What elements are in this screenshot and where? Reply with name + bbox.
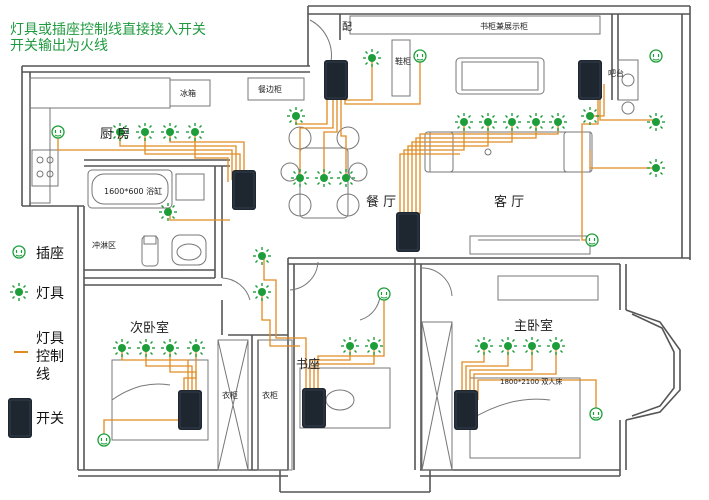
- lamp-icon: [522, 336, 542, 356]
- bathtub-label: 1600*600 浴缸: [104, 186, 162, 196]
- legend-switch-label: 开关: [36, 411, 64, 427]
- walls: [21, 5, 691, 493]
- lamp-icon: [9, 282, 29, 302]
- switch-icon: [177, 389, 203, 431]
- dining-label: 餐 厅: [366, 194, 396, 210]
- shoe-cabinet-label: 鞋柜: [395, 56, 411, 66]
- socket-icon: [413, 49, 427, 63]
- lamp-icon: [474, 336, 494, 356]
- note-line-1: 灯具或插座控制线直接接入开关: [10, 22, 206, 38]
- fridge-label: 冰箱: [180, 88, 196, 98]
- master-bedroom-label: 主卧室: [514, 318, 553, 334]
- legend-symbols: [7, 351, 33, 439]
- lamp-icon: [526, 112, 546, 132]
- lamp-icon: [362, 48, 382, 68]
- bar-label: 吧台: [608, 68, 624, 78]
- second-closet-label: 衣柜: [222, 390, 238, 400]
- second-bedroom-label: 次卧室: [130, 320, 169, 336]
- socket-icon: [97, 433, 111, 447]
- kitchen-label: 厨 房: [100, 126, 130, 142]
- socket-icon: [649, 49, 663, 63]
- switch-icon: [395, 211, 421, 253]
- lamp-icon: [478, 112, 498, 132]
- socket-icon: [12, 245, 26, 259]
- lamp-icon: [580, 106, 600, 126]
- study-closet-label: 衣柜: [262, 390, 278, 400]
- lamp-icon: [286, 106, 306, 126]
- furniture: [29, 15, 639, 471]
- switch-icon: [301, 387, 327, 429]
- shower-label: 冲淋区: [92, 240, 116, 250]
- lamp-icon: [646, 158, 666, 178]
- switch-icon: [323, 59, 349, 101]
- lamp-icon: [314, 168, 334, 188]
- lamp-icon: [340, 336, 360, 356]
- study-label: 书座: [296, 356, 320, 371]
- lamp-icon: [546, 336, 566, 356]
- lamp-icon: [548, 112, 568, 132]
- living-label: 客 厅: [494, 194, 524, 210]
- switch-icon: [7, 397, 33, 439]
- pei-label: 配: [342, 21, 352, 33]
- legend-wire-label: 灯具控制线: [36, 331, 64, 383]
- lamp-icon: [186, 338, 206, 358]
- switch-icon: [231, 169, 257, 211]
- plan-labels: 厨 房 餐 厅 客 厅 次卧室 书座 主卧室 冰箱 餐边柜 1600*600 浴…: [92, 21, 624, 400]
- socket-icon: [51, 125, 65, 139]
- lamp-icon: [112, 338, 132, 358]
- legend-socket-label: 插座: [36, 246, 64, 262]
- bookshelf-label: 书柜兼展示柜: [480, 21, 528, 31]
- note-line-2: 开关输出为火线: [10, 38, 108, 54]
- wiring-note: 灯具或插座控制线直接接入开关 开关输出为火线: [10, 22, 300, 54]
- lamp-icon: [454, 112, 474, 132]
- double-bed-label: 1800*2100 双人床: [500, 377, 562, 386]
- lamp-icon: [136, 338, 156, 358]
- lamp-icon: [502, 112, 522, 132]
- lamp-icon: [336, 168, 356, 188]
- lamp-icon: [160, 338, 180, 358]
- lamp-icon: [252, 246, 272, 266]
- socket-icon: [585, 233, 599, 247]
- lamp-icon: [252, 282, 272, 302]
- switch-icon: [453, 389, 479, 431]
- lamp-icon: [185, 122, 205, 142]
- lamp-icon: [646, 112, 666, 132]
- lamp-icon: [498, 336, 518, 356]
- lamp-icon: [290, 168, 310, 188]
- switch-icon: [577, 59, 603, 101]
- control-wires: [57, 56, 656, 438]
- lamp-icon: [364, 336, 384, 356]
- legend-lamp-label: 灯具: [36, 286, 64, 302]
- lamp-icon: [160, 122, 180, 142]
- lamp-icon: [135, 122, 155, 142]
- socket-icon: [589, 407, 603, 421]
- sideboard-label: 餐边柜: [258, 84, 282, 94]
- socket-icon: [377, 287, 391, 301]
- lamp-icon: [158, 202, 178, 222]
